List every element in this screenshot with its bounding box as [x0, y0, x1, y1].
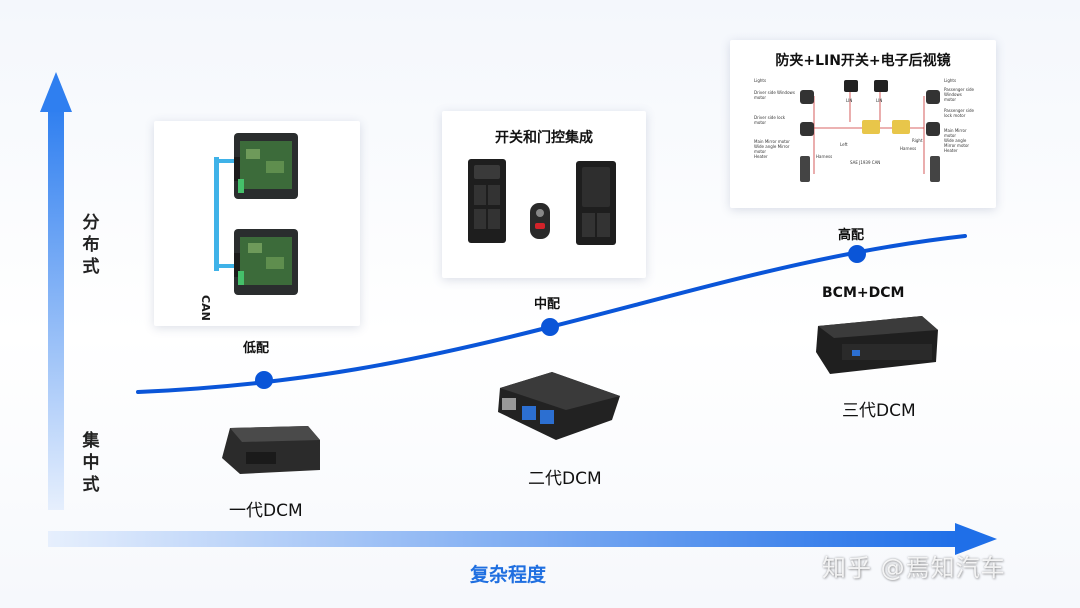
x-axis-arrow: [48, 523, 997, 555]
key-fob-icon: [530, 203, 550, 239]
gen3-dcm-image: [816, 316, 938, 374]
mid-config-card: 开关和门控集成: [442, 111, 646, 278]
y-top-char: 式: [82, 257, 100, 277]
right-item: Lights: [944, 78, 957, 83]
dcm-left-icon: [862, 120, 880, 134]
low-level-label: 低配: [243, 341, 270, 356]
left-item: Main Mirror motor: [754, 139, 790, 144]
high-config-card: 防夹+LIN开关+电子后视镜 Lights Driver side Window…: [730, 40, 996, 208]
y-bottom-char: 式: [82, 475, 100, 495]
window-motor-icon: [800, 90, 814, 104]
low-level-dot: [255, 371, 273, 389]
y-top-char: 分: [82, 213, 100, 233]
can-modules-illustration: [214, 133, 298, 295]
schematic-tag: Harness: [816, 154, 833, 159]
can-module-icon: [234, 133, 298, 199]
switch-panel-illustration: [468, 159, 616, 245]
left-items-list: Lights Driver side Windows motor Driver …: [754, 78, 798, 159]
gen3-sub-label: BCM+DCM: [822, 285, 905, 301]
lock-motor-icon: [800, 122, 814, 136]
mirror-icon: [800, 156, 810, 182]
right-item: Wide angle Mirror motor: [944, 138, 970, 148]
can-bus-label: CAN: [199, 295, 212, 321]
gen2-dcm-image: [498, 372, 620, 440]
x-axis-label: 复杂程度: [470, 564, 547, 586]
gen1-label: 一代DCM: [229, 501, 303, 521]
gen3-label: 三代DCM: [842, 401, 916, 421]
door-switch-panel-icon: [576, 161, 616, 245]
left-item: Driver side Windows motor: [754, 90, 795, 100]
lin-switch-icon: [844, 80, 858, 92]
y-axis-bottom-label: 集 中 式: [80, 430, 102, 496]
left-item: Heater: [754, 154, 768, 159]
window-motor-icon: [926, 90, 940, 104]
schematic-tag: Right: [912, 138, 923, 143]
system-schematic: Lights Driver side Windows motor Driver …: [754, 76, 974, 200]
right-item: Main Mirror motor: [944, 128, 967, 138]
mid-level-dot: [541, 318, 559, 336]
y-top-char: 布: [82, 235, 100, 255]
right-item: Passenger side Windows motor: [944, 87, 974, 102]
schematic-lines: [800, 80, 940, 182]
right-item: Heater: [944, 148, 958, 153]
schematic-tag: Harness: [900, 146, 917, 151]
mid-level-label: 中配: [534, 297, 561, 312]
low-config-card: CAN: [154, 121, 360, 326]
watermark: 知乎 @焉知汽车: [822, 554, 1006, 582]
high-level-dot: [848, 245, 866, 263]
schematic-tag: LIN: [876, 98, 883, 103]
left-item: Wide angle Mirror motor: [754, 144, 790, 154]
y-axis-top-label: 分 布 式: [80, 212, 102, 278]
high-card-title: 防夹+LIN开关+电子后视镜: [775, 53, 951, 69]
schematic-tag: SAE J1939 CAN: [850, 160, 881, 165]
gen1-dcm-image: [222, 426, 320, 474]
lin-switch-icon: [874, 80, 888, 92]
high-level-label: 高配: [838, 228, 865, 243]
mid-card-title: 开关和门控集成: [495, 130, 593, 146]
y-bottom-char: 中: [82, 453, 100, 473]
gen2-label: 二代DCM: [528, 469, 602, 489]
right-items-list: Lights Passenger side Windows motor Pass…: [944, 78, 974, 153]
y-axis-arrow: [40, 72, 72, 510]
left-item: Lights: [754, 78, 767, 83]
mirror-icon: [930, 156, 940, 182]
left-item: Driver side lock motor: [754, 115, 786, 125]
y-bottom-char: 集: [82, 431, 100, 451]
right-item: Passenger side lock motor: [944, 108, 974, 118]
can-module-icon: [234, 229, 298, 295]
dcm-right-icon: [892, 120, 910, 134]
lock-motor-icon: [926, 122, 940, 136]
window-switch-panel-icon: [468, 159, 506, 243]
schematic-tag: Left: [840, 142, 848, 147]
schematic-tag: LIN: [846, 98, 853, 103]
